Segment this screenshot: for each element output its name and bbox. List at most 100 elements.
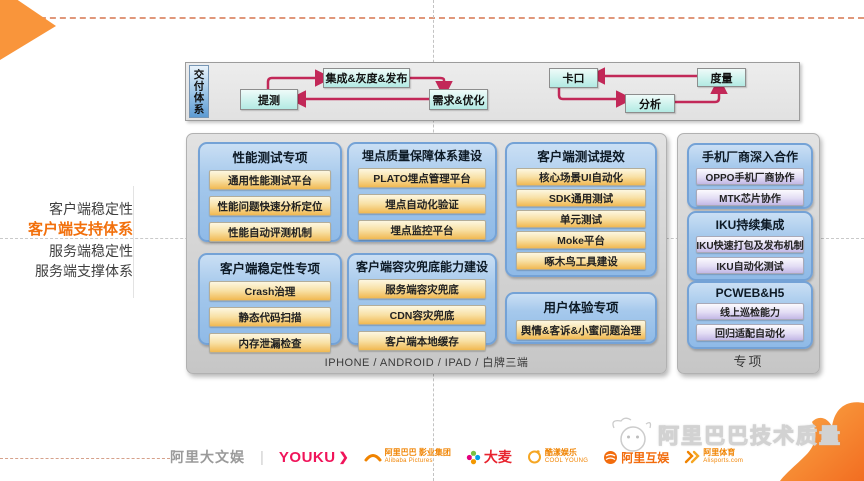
- plan-item: 啄木鸟工具建设: [516, 252, 646, 270]
- alibaba-smile-icon: [364, 454, 382, 462]
- group-disaster-fallback: 客户端容灾兜底能力建设 服务端容灾兜底 CDN容灾兜底 客户端本地缓存: [347, 253, 497, 351]
- logo-alibaba-pictures: 阿里巴巴 影业集团 Alibaba Pictures: [364, 448, 451, 465]
- client-capability-board: 性能测试专项 通用性能测试平台 性能问题快速分析定位 性能自动评测机制 客户端稳…: [186, 133, 667, 374]
- guide-line-top: [0, 17, 864, 19]
- ali-games-icon: [604, 450, 618, 464]
- group-test-efficiency: 客户端测试提效 核心场景UI自动化 SDK通用测试 单元测试 Moke平台 啄木…: [505, 142, 657, 277]
- flow-node-measure: 度量: [697, 68, 746, 87]
- plan-item: Moke平台: [516, 231, 646, 249]
- alibaba-pictures-cn: 阿里巴巴 影业集团: [384, 448, 451, 458]
- arrow-submit-to-integration: [266, 69, 333, 89]
- plan-item: MTK芯片协作: [696, 189, 804, 206]
- ali-games-wordmark: 阿里互娱: [621, 450, 670, 465]
- logo-ali-digital-media: 阿里大文娱: [170, 449, 245, 465]
- plan-item: CDN容灾兜底: [358, 305, 486, 325]
- plan-item: 服务端容灾兜底: [358, 279, 486, 299]
- logo-damai: 大麦: [466, 447, 512, 467]
- group-items: 服务端容灾兜底 CDN容灾兜底 客户端本地缓存: [349, 275, 495, 351]
- nav-item-server-stability[interactable]: 服务端稳定性: [49, 243, 133, 259]
- plan-item: 性能自动评测机制: [209, 222, 331, 242]
- left-nav: 客户端稳定性 客户端支持体系 服务端稳定性 服务端支撑体系: [0, 199, 133, 281]
- group-title: PCWEB&H5: [715, 286, 785, 300]
- group-items: 核心场景UI自动化 SDK通用测试 单元测试 Moke平台 啄木鸟工具建设: [507, 165, 655, 270]
- group-title: 埋点质量保障体系建设: [361, 149, 482, 163]
- group-title: 性能测试专项: [232, 151, 308, 165]
- group-client-stability: 客户端稳定性专项 Crash治理 静态代码扫描 内存泄漏检查: [198, 253, 342, 353]
- plan-item: 客户端本地缓存: [358, 331, 486, 351]
- plan-item: IKU自动化测试: [696, 257, 804, 274]
- plan-item: 舆情&客诉&小蜜问题治理: [516, 320, 646, 340]
- special-caption: 专项: [733, 354, 764, 369]
- youku-play-icon: ❯: [338, 450, 349, 464]
- damai-flower-icon: [466, 450, 481, 464]
- corner-triangle-icon: [0, 0, 56, 60]
- logo-coolyoung: 酷漾娱乐 COOL YOUNG: [527, 448, 588, 464]
- alibaba-pictures-text: 阿里巴巴 影业集团 Alibaba Pictures: [384, 448, 451, 465]
- plan-item: 埋点监控平台: [358, 220, 486, 240]
- coolyoung-text: 酷漾娱乐 COOL YOUNG: [544, 448, 588, 464]
- footer-logo-bar: 阿里大文娱 | YOUKU ❯ 阿里巴巴 影业集团 Alibaba Pictur…: [170, 443, 743, 471]
- coolyoung-cn: 酷漾娱乐: [544, 448, 577, 458]
- watermark-text: 阿里巴巴技术质量: [658, 425, 842, 449]
- arrow-analysis-to-measure: [673, 76, 728, 104]
- flow-node-analysis: 分析: [625, 94, 675, 113]
- alisports-icon: [685, 450, 700, 464]
- group-performance-testing: 性能测试专项 通用性能测试平台 性能问题快速分析定位 性能自动评测机制: [198, 142, 342, 242]
- group-title: 手机厂商深入合作: [701, 150, 798, 164]
- group-pcweb-h5: PCWEB&H5 线上巡检能力 回归适配自动化: [687, 281, 813, 349]
- coolyoung-icon: [527, 450, 541, 464]
- bird-logo-icon: [612, 417, 652, 452]
- youku-wordmark: YOUKU: [278, 448, 336, 466]
- group-items: OPPO手机厂商协作 MTK芯片协作: [689, 165, 811, 206]
- group-title: 用户体验专项: [543, 301, 619, 315]
- group-tracking-quality: 埋点质量保障体系建设 PLATO埋点管理平台 埋点自动化验证 埋点监控平台: [347, 142, 497, 242]
- logo-youku: YOUKU ❯: [279, 449, 349, 466]
- plan-item: 线上巡检能力: [696, 303, 804, 320]
- flow-node-submit-test: 提测: [240, 89, 298, 110]
- plan-item: SDK通用测试: [516, 189, 646, 207]
- flow-node-gate: 卡口: [549, 68, 598, 88]
- group-items: 舆情&客诉&小蜜问题治理: [507, 316, 655, 340]
- footer-divider: |: [260, 448, 264, 466]
- nav-item-client-stability[interactable]: 客户端稳定性: [49, 201, 133, 217]
- group-title: 客户端容灾兜底能力建设: [355, 260, 488, 274]
- group-items: PLATO埋点管理平台 埋点自动化验证 埋点监控平台: [349, 164, 495, 240]
- plan-item: IKU快速打包及发布机制: [696, 236, 804, 253]
- plan-item: 核心场景UI自动化: [516, 168, 646, 186]
- group-iku-ci: IKU持续集成 IKU快速打包及发布机制 IKU自动化测试: [687, 211, 813, 281]
- nav-item-server-support[interactable]: 服务端支撑体系: [35, 263, 133, 279]
- alibaba-pictures-en: Alibaba Pictures: [384, 458, 433, 465]
- flow-node-requirement-optimize: 需求&优化: [429, 89, 488, 110]
- alisports-en: Alisports.com: [703, 458, 744, 465]
- group-items: IKU快速打包及发布机制 IKU自动化测试: [689, 233, 811, 274]
- plan-item: 性能问题快速分析定位: [209, 196, 331, 216]
- group-title: 客户端测试提效: [537, 150, 625, 164]
- alisports-cn: 阿里体育: [703, 448, 736, 458]
- damai-wordmark: 大麦: [483, 449, 512, 465]
- plan-item: Crash治理: [209, 281, 331, 301]
- platform-caption: IPHONE / ANDROID / IPAD / 白牌三端: [324, 357, 529, 369]
- special-projects-board: 手机厂商深入合作 OPPO手机厂商协作 MTK芯片协作 IKU持续集成 IKU快…: [677, 133, 820, 374]
- plan-item: 回归适配自动化: [696, 324, 804, 341]
- group-title: IKU持续集成: [715, 218, 785, 232]
- plan-item: PLATO埋点管理平台: [358, 168, 486, 188]
- plan-item: 内存泄漏检查: [209, 333, 331, 353]
- delivery-system-label: 交付体系: [189, 65, 209, 118]
- group-user-experience: 用户体验专项 舆情&客诉&小蜜问题治理: [505, 292, 657, 344]
- group-items: Crash治理 静态代码扫描 内存泄漏检查: [200, 277, 340, 353]
- group-title: 客户端稳定性专项: [219, 262, 320, 276]
- watermark: 阿里巴巴技术质量: [608, 416, 842, 454]
- delivery-flow-panel: 交付体系 提测 集成&灰度&发布 需求&优化 卡口 分析 度量: [185, 62, 800, 121]
- group-vendor-cooperation: 手机厂商深入合作 OPPO手机厂商协作 MTK芯片协作: [687, 143, 813, 209]
- plan-item: 单元测试: [516, 210, 646, 228]
- alisports-text: 阿里体育 Alisports.com: [703, 448, 744, 465]
- guide-line-footer: [0, 458, 170, 459]
- logo-ali-games: 阿里互娱: [603, 449, 669, 466]
- plan-item: OPPO手机厂商协作: [696, 168, 804, 185]
- nav-item-client-support-active[interactable]: 客户端支持体系: [27, 221, 133, 238]
- flow-node-integration-gray-release: 集成&灰度&发布: [323, 68, 410, 88]
- arrow-gate-to-analysis: [557, 86, 634, 108]
- arrow-integration-to-requirement: [408, 76, 453, 99]
- corner-flame-icon: [780, 402, 864, 481]
